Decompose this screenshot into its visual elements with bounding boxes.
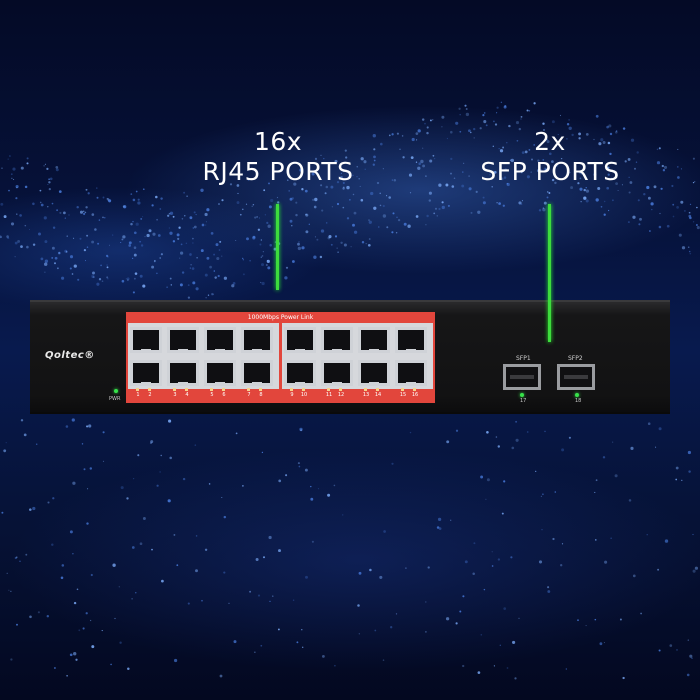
port-led-icon [401, 388, 404, 391]
port-number: 3 [173, 392, 177, 398]
port-number: 13 [362, 392, 370, 398]
power-label: PWR [109, 396, 121, 402]
port-led-icon [259, 388, 262, 391]
rj45-port[interactable] [321, 360, 353, 386]
rj45-callout: 16x RJ45 PORTS [178, 127, 378, 187]
port-number: 2 [148, 392, 152, 398]
port-number: 12 [337, 392, 345, 398]
power-led-icon [114, 389, 118, 393]
rj45-port[interactable] [358, 327, 390, 353]
port-number: 15 [399, 392, 407, 398]
port-number: 8 [259, 392, 263, 398]
rj45-port[interactable] [321, 327, 353, 353]
rj45-port[interactable] [130, 327, 162, 353]
rj45-port[interactable] [358, 360, 390, 386]
port-number: 10 [300, 392, 308, 398]
rj45-label: RJ45 PORTS [202, 157, 354, 186]
port-number: 14 [374, 392, 382, 398]
port-number: 5 [210, 392, 214, 398]
rj45-port[interactable] [395, 360, 427, 386]
port-led-icon [185, 388, 188, 391]
port-led-icon [376, 388, 379, 391]
port-number: 16 [411, 392, 419, 398]
port-number: 1 [136, 392, 140, 398]
rj45-port[interactable] [204, 327, 236, 353]
port-led-icon [210, 388, 213, 391]
port-led-icon [364, 388, 367, 391]
rj45-port[interactable] [167, 327, 199, 353]
port-number: 9 [290, 392, 294, 398]
sfp2-number: 18 [575, 398, 582, 404]
sfp-count: 2x [534, 127, 566, 156]
sfp2-led-icon [575, 393, 579, 397]
rj45-port[interactable] [241, 360, 273, 386]
sfp-label: SFP PORTS [480, 157, 620, 186]
sfp2-port[interactable] [557, 364, 595, 390]
rj45-leader-line [276, 204, 279, 290]
panel-label: 1000Mbps Power Link [247, 314, 314, 321]
port-led-icon [173, 388, 176, 391]
rj45-port[interactable] [130, 360, 162, 386]
port-led-icon [302, 388, 305, 391]
port-led-icon [413, 388, 416, 391]
port-number: 4 [185, 392, 189, 398]
sfp1-port[interactable] [503, 364, 541, 390]
port-group-left [128, 323, 279, 389]
port-led-icon [136, 388, 139, 391]
sfp1-label: SFP1 [516, 355, 531, 362]
port-number: 7 [247, 392, 251, 398]
rj45-port[interactable] [167, 360, 199, 386]
port-led-icon [247, 388, 250, 391]
sfp1-number: 17 [520, 398, 527, 404]
port-led-icon [327, 388, 330, 391]
rj45-port[interactable] [284, 327, 316, 353]
sfp-callout: 2x SFP PORTS [450, 127, 650, 187]
brand-logo: Qoltec® [45, 350, 95, 361]
sfp1-led-icon [520, 393, 524, 397]
sfp2-label: SFP2 [568, 355, 583, 362]
rj45-port[interactable] [395, 327, 427, 353]
port-led-icon [222, 388, 225, 391]
rj45-port[interactable] [284, 360, 316, 386]
port-group-right [282, 323, 433, 389]
port-number: 6 [222, 392, 226, 398]
port-number: 11 [325, 392, 333, 398]
port-led-icon [148, 388, 151, 391]
sfp-leader-line [548, 204, 551, 342]
rj45-count: 16x [253, 127, 303, 156]
port-led-icon [290, 388, 293, 391]
rj45-port[interactable] [204, 360, 236, 386]
rj45-port[interactable] [241, 327, 273, 353]
port-led-icon [339, 388, 342, 391]
